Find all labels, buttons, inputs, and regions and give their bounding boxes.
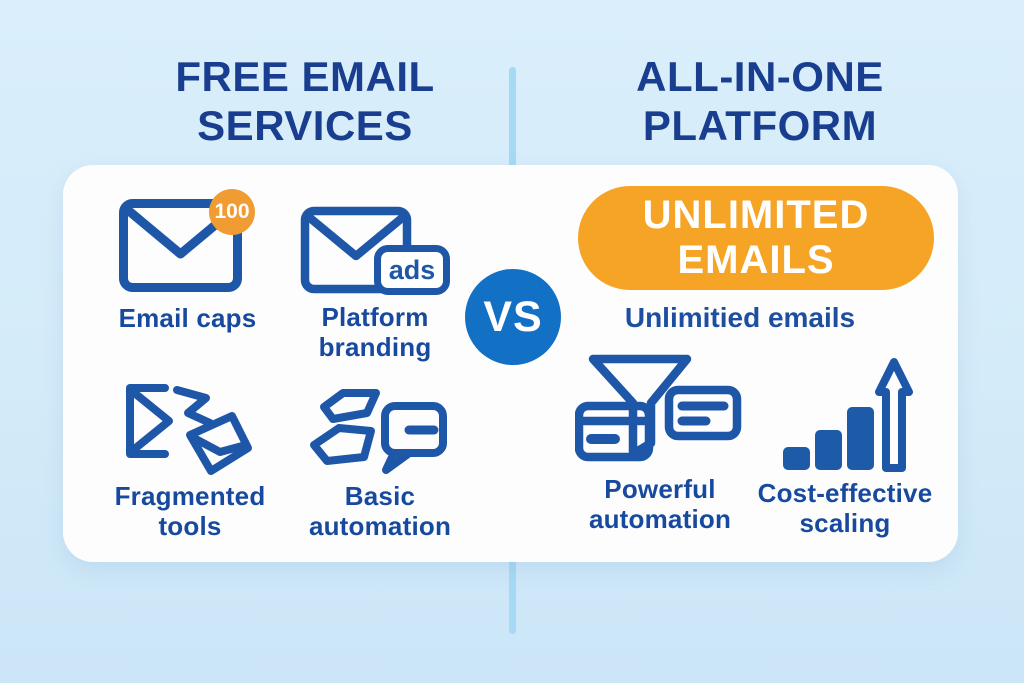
powerful-automation-label: Powerful automation xyxy=(565,474,755,534)
basic-automation-label-line2: automation xyxy=(308,511,452,541)
fragmented-tools-label-line2: tools xyxy=(158,511,222,541)
cost-effective-scaling-label-line1: Cost-effective xyxy=(757,478,933,508)
banner-caption: Unlimitied emails xyxy=(624,302,856,333)
vs-circle: VS xyxy=(465,269,561,365)
fragmented-tools-label-line1: Fragmented xyxy=(114,481,266,511)
basic-automation-label-line1: Basic xyxy=(344,481,416,511)
chat-shapes-icon xyxy=(310,389,447,474)
platform-branding-label: Platform branding xyxy=(285,302,465,362)
unlimited-emails-banner: UNLIMITED EMAILS xyxy=(578,186,934,290)
right-title-line2: PLATFORM xyxy=(642,102,878,149)
email-caps-label: Email caps xyxy=(95,303,280,333)
banner-line2: EMAILS xyxy=(677,238,835,282)
left-title-line2: SERVICES xyxy=(197,102,413,149)
platform-branding-label-line2: branding xyxy=(318,332,432,362)
fragmented-tools-label: Fragmented tools xyxy=(95,481,285,541)
powerful-automation-label-line1: Powerful xyxy=(604,474,716,504)
funnel-cards-icon xyxy=(575,354,742,462)
email-caps-label-line1: Email caps xyxy=(118,303,257,333)
left-column-title: FREE EMAIL SERVICES xyxy=(105,52,505,150)
right-title-line1: ALL-IN-ONE xyxy=(636,53,884,100)
ads-tag: ads xyxy=(374,245,450,295)
banner-line1: UNLIMITED xyxy=(642,193,870,237)
left-title-line1: FREE EMAIL xyxy=(175,53,435,100)
cost-effective-scaling-label: Cost-effective scaling xyxy=(755,478,935,538)
platform-branding-label-line1: Platform xyxy=(321,302,429,332)
cost-effective-scaling-label-line2: scaling xyxy=(799,508,891,538)
right-column-title: ALL-IN-ONE PLATFORM xyxy=(565,52,955,150)
powerful-automation-label-line2: automation xyxy=(588,504,732,534)
torn-envelope-icon xyxy=(126,384,252,475)
basic-automation-label: Basic automation xyxy=(290,481,470,541)
email-cap-count-badge: 100 xyxy=(209,189,255,235)
growth-bars-arrow-icon xyxy=(783,358,913,472)
